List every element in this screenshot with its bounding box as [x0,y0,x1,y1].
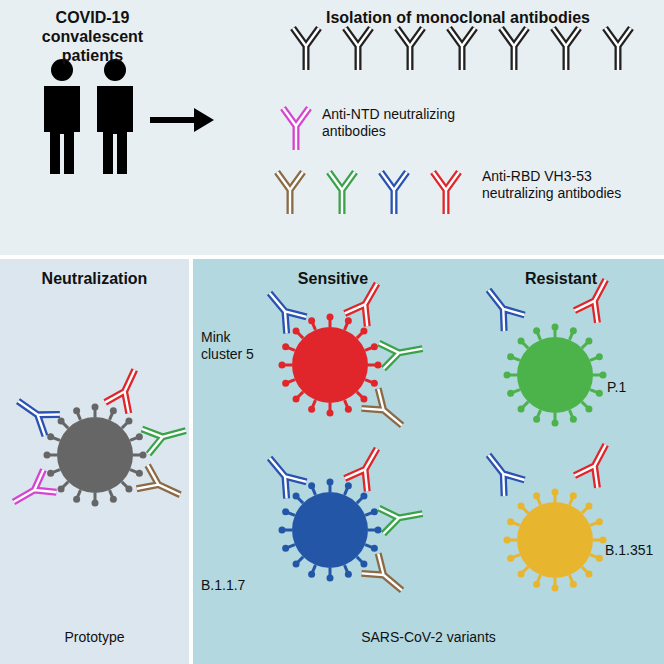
text-label: Prototype [4,629,185,646]
panel-heading: Sensitive [273,269,393,288]
virus-particles [44,314,607,592]
text-label: Anti-RBD VH3-53 neutralizing antibodies [482,168,657,202]
text-label: Anti-NTD neutralizing antibodies [322,106,522,140]
antibodies [7,28,631,600]
panel-heading: Neutralization [4,269,185,288]
text-label: P.1 [607,379,657,396]
text-label: B.1.351 [605,542,661,559]
panel-heading: Isolation of monoclonal antibodies [258,8,658,27]
patient-icons [44,59,133,174]
process-arrow [150,108,214,132]
panel-heading: COVID-19 convalescent patients [10,8,175,66]
text-label: B.1.1.7 [201,577,271,594]
text-label: Mink cluster 5 [201,329,273,363]
text-label: SARS-CoV-2 variants [203,629,654,646]
panel-heading: Resistant [501,269,621,288]
